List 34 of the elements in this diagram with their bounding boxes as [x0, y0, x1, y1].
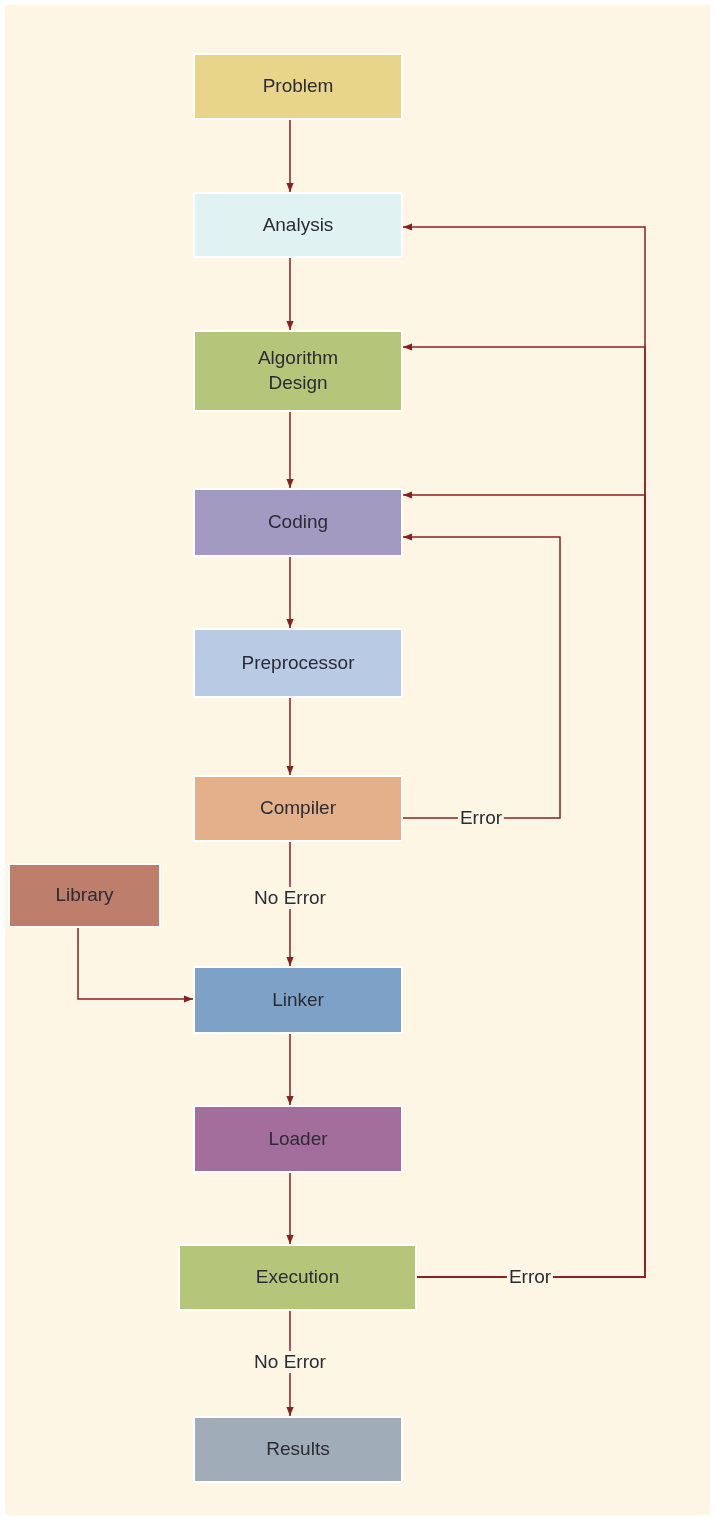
- arrow: [286, 1172, 294, 1245]
- process-box: [193, 628, 403, 698]
- arrow: [77, 927, 194, 1003]
- process-box: [178, 1244, 417, 1311]
- box-label: Algorithm Design: [256, 346, 340, 395]
- arrow: [286, 119, 294, 193]
- box-label: Library: [55, 883, 114, 908]
- process-box: [8, 863, 161, 928]
- box-label: Coding: [267, 510, 329, 535]
- box-label: Results: [266, 1437, 330, 1462]
- arrow: [286, 411, 294, 489]
- arrow: [286, 556, 294, 629]
- arrow: [286, 257, 294, 331]
- box-label: Execution: [255, 1265, 340, 1290]
- box-label: Analysis: [262, 212, 334, 237]
- box-label: Loader: [268, 1126, 328, 1151]
- edge-label: No Error: [252, 887, 328, 909]
- box-label: Preprocessor: [241, 650, 355, 675]
- arrow: [286, 697, 294, 776]
- process-box: [193, 1416, 403, 1483]
- process-box: [193, 330, 403, 412]
- arrow: [286, 1033, 294, 1106]
- box-label: Problem: [262, 74, 334, 99]
- process-box: [193, 1105, 403, 1173]
- arrow: [402, 533, 561, 819]
- edge-label: No Error: [252, 1351, 328, 1373]
- box-label: Compiler: [260, 796, 336, 821]
- box-label: Linker: [272, 987, 324, 1012]
- process-box: [193, 53, 403, 120]
- arrow: [402, 491, 646, 1278]
- process-box: [193, 966, 403, 1034]
- process-box: [193, 775, 403, 842]
- process-box: [193, 488, 403, 557]
- process-box: [193, 192, 403, 258]
